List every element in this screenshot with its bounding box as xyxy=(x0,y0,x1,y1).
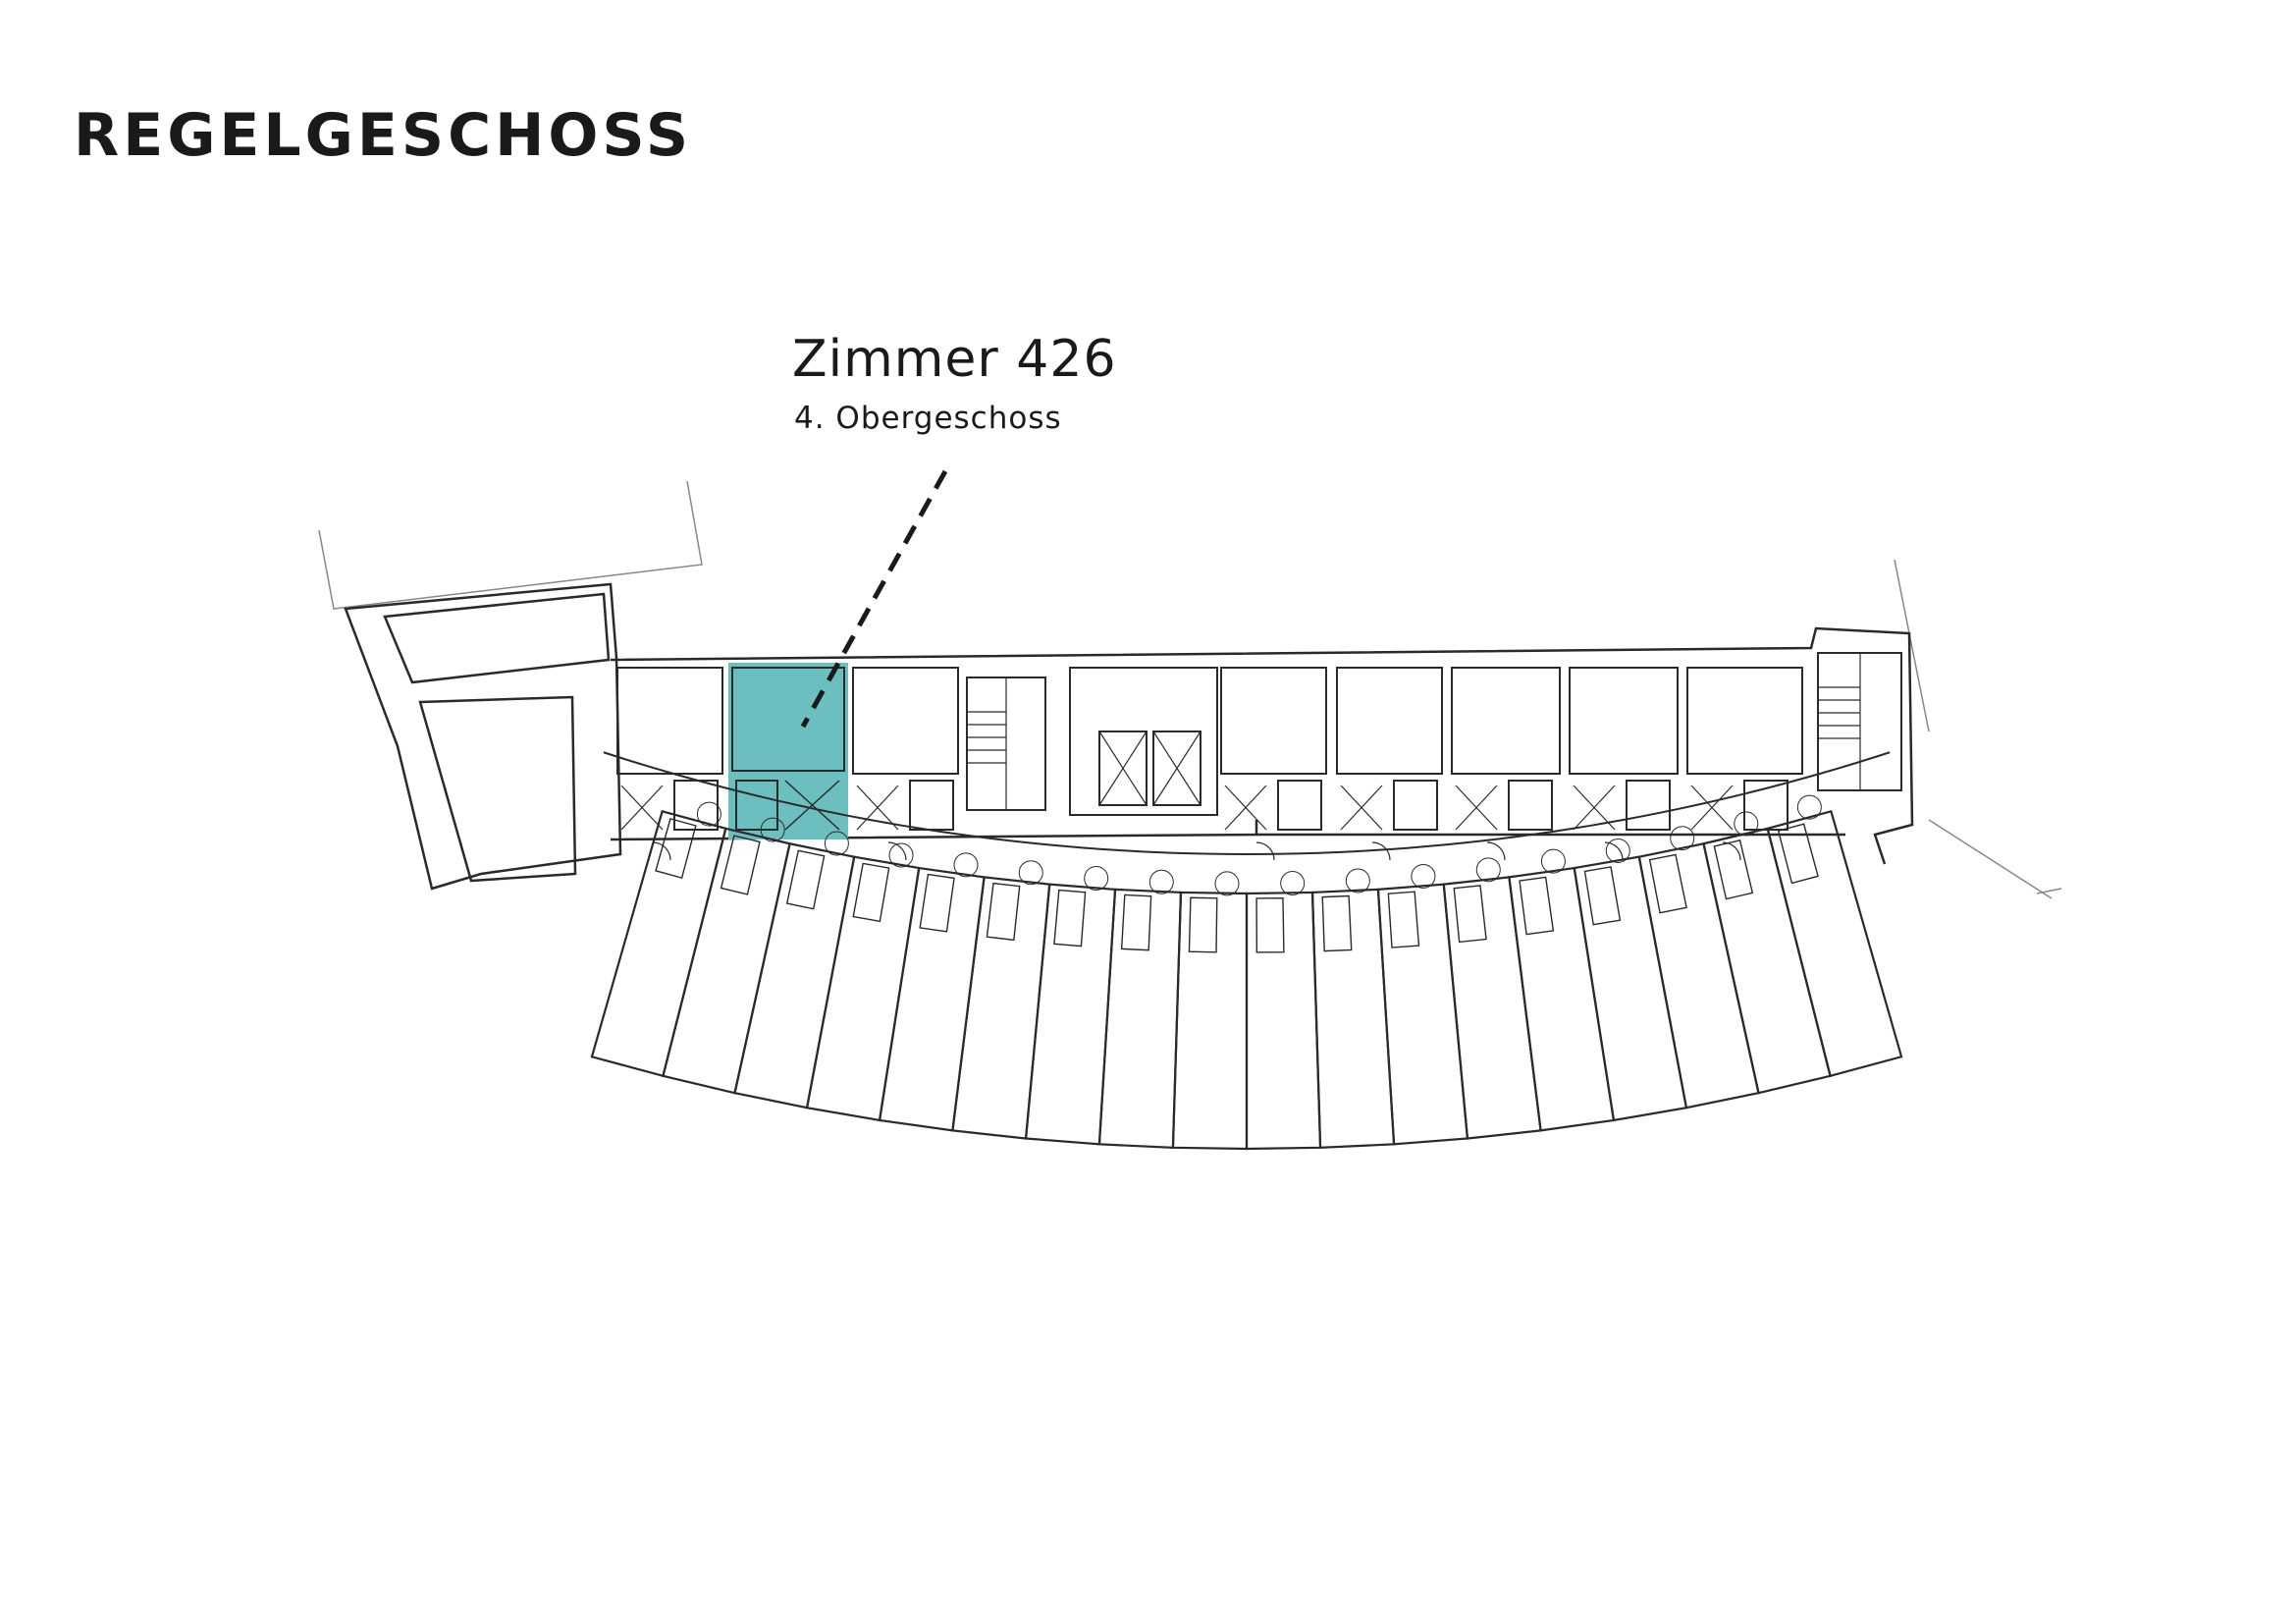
door-swing xyxy=(1018,860,1043,886)
south-room-bath xyxy=(1519,876,1555,936)
door-swing xyxy=(887,841,907,861)
door-swing xyxy=(1475,857,1501,883)
door-swing xyxy=(1722,841,1741,861)
south-room-bath xyxy=(1648,853,1687,914)
south-room-bath xyxy=(1453,885,1487,944)
south-room-bath xyxy=(852,862,890,923)
north-wing xyxy=(344,582,1914,891)
north-room-wardrobe xyxy=(1573,785,1616,831)
south-room-bath xyxy=(1321,894,1353,952)
south-room xyxy=(1097,888,1183,1149)
west-building-outer xyxy=(344,582,622,891)
south-room xyxy=(1637,841,1760,1110)
door-swing xyxy=(1670,826,1695,851)
south-room-bath xyxy=(919,873,955,933)
room-label: Zimmer 426 xyxy=(792,330,1117,389)
north-room-wardrobe xyxy=(620,785,664,831)
door-swing xyxy=(1411,863,1436,889)
south-room-bath xyxy=(1053,889,1087,947)
door-swing xyxy=(1371,841,1391,861)
door-swing xyxy=(1540,848,1566,874)
highlighted-room xyxy=(728,663,848,839)
north-wing-outline xyxy=(610,626,1914,865)
north-room xyxy=(852,667,959,775)
south-wing xyxy=(590,751,1903,1151)
north-room-bath xyxy=(1626,780,1671,831)
south-room-bath xyxy=(655,818,697,879)
south-room-bath xyxy=(986,882,1021,942)
south-room-bath xyxy=(1387,891,1420,948)
door-swing xyxy=(824,831,849,856)
door-swing xyxy=(696,801,721,827)
north-room-bath xyxy=(909,780,954,831)
door-swing xyxy=(888,842,914,868)
north-room xyxy=(1220,667,1327,775)
door-swing xyxy=(1734,811,1759,837)
south-room xyxy=(1171,891,1249,1151)
page-title: REGELGESCHOSS xyxy=(74,101,693,170)
north-room-wardrobe xyxy=(1340,785,1383,831)
door-swing xyxy=(1148,869,1174,894)
north-room xyxy=(1569,667,1679,775)
north-room xyxy=(1336,667,1443,775)
west-building-room xyxy=(418,695,577,883)
south-room-bath xyxy=(1583,866,1622,926)
north-room-wardrobe xyxy=(1224,785,1267,831)
north-room xyxy=(616,667,723,775)
south-room xyxy=(1766,809,1903,1078)
south-room-bath xyxy=(1777,823,1819,885)
north-room xyxy=(1451,667,1561,775)
west-building-inner xyxy=(383,592,611,684)
north-room-wardrobe xyxy=(1455,785,1498,831)
north-room-bath xyxy=(1393,780,1438,831)
north-room-wardrobe xyxy=(856,785,899,831)
south-room xyxy=(733,841,856,1110)
south-room xyxy=(1573,855,1688,1122)
door-swing xyxy=(760,817,785,842)
north-room-bath xyxy=(1277,780,1322,831)
south-room-bath xyxy=(720,835,761,895)
door-swing xyxy=(1604,841,1624,861)
south-room xyxy=(1376,883,1469,1146)
south-room xyxy=(951,876,1051,1140)
door-swing xyxy=(1486,841,1506,861)
door-swing xyxy=(652,841,671,861)
stair-and-lift-cores xyxy=(966,652,1902,816)
floor-label: 4. Obergeschoss xyxy=(794,401,1062,436)
door-swing xyxy=(1214,871,1240,896)
door-swing xyxy=(1605,838,1630,863)
south-room-bath xyxy=(1120,893,1152,951)
south-room-bath xyxy=(1713,839,1754,900)
door-swing xyxy=(1084,866,1109,892)
door-swing xyxy=(953,852,979,878)
south-room xyxy=(1508,866,1616,1132)
leader-line xyxy=(800,469,948,729)
door-swing xyxy=(1796,794,1822,820)
north-room xyxy=(1686,667,1803,775)
door-swing xyxy=(1345,868,1370,893)
door-swing xyxy=(1255,841,1275,861)
north-room-bath xyxy=(1508,780,1553,831)
south-room xyxy=(1702,827,1832,1095)
south-room-bath xyxy=(1188,896,1218,953)
south-room xyxy=(1310,888,1396,1149)
south-room-bath xyxy=(1255,896,1285,953)
south-room xyxy=(590,809,727,1078)
south-room xyxy=(805,855,921,1122)
site-boundary xyxy=(318,480,2062,899)
south-room-bath xyxy=(785,849,826,910)
north-room-wardrobe xyxy=(1690,785,1734,831)
corridor-edge xyxy=(603,751,1891,856)
door-swing xyxy=(1280,870,1306,895)
